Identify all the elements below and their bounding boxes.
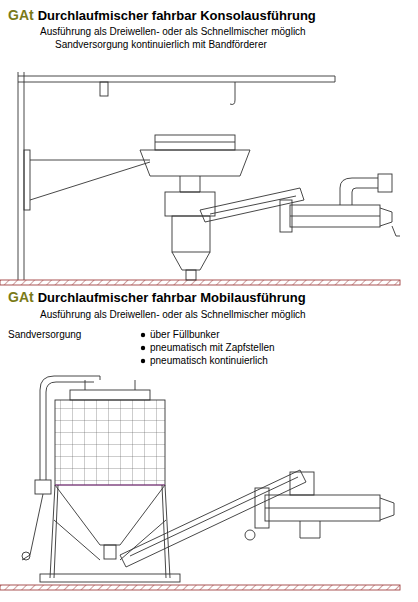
brand-mark: GAt <box>8 8 34 23</box>
subtitle-note: Sandversorgung kontinuierlich mit Bandfö… <box>55 39 267 50</box>
console-version-drawing <box>0 72 400 285</box>
subtitle-note: Ausführung als Dreiwellen- oder als Schn… <box>40 26 306 37</box>
subtitle-note: Sandversorgung <box>8 329 81 340</box>
bullet-item: pneumatisch kontinuierlich <box>150 355 268 366</box>
mobile-version-drawing <box>0 376 400 590</box>
brand-mark: GAt <box>8 290 34 305</box>
subtitle-note: Ausführung als Dreiwellen- oder als Schn… <box>40 309 306 320</box>
bullet-item: über Füllbunker <box>150 329 219 340</box>
bullet-item: pneumatisch mit Zapfstellen <box>150 342 275 353</box>
section-heading: Durchlaufmischer fahrbar Konsolausführun… <box>38 9 316 23</box>
bullet-points <box>141 333 145 363</box>
section-heading: Durchlaufmischer fahrbar Mobilausführung <box>38 291 306 305</box>
